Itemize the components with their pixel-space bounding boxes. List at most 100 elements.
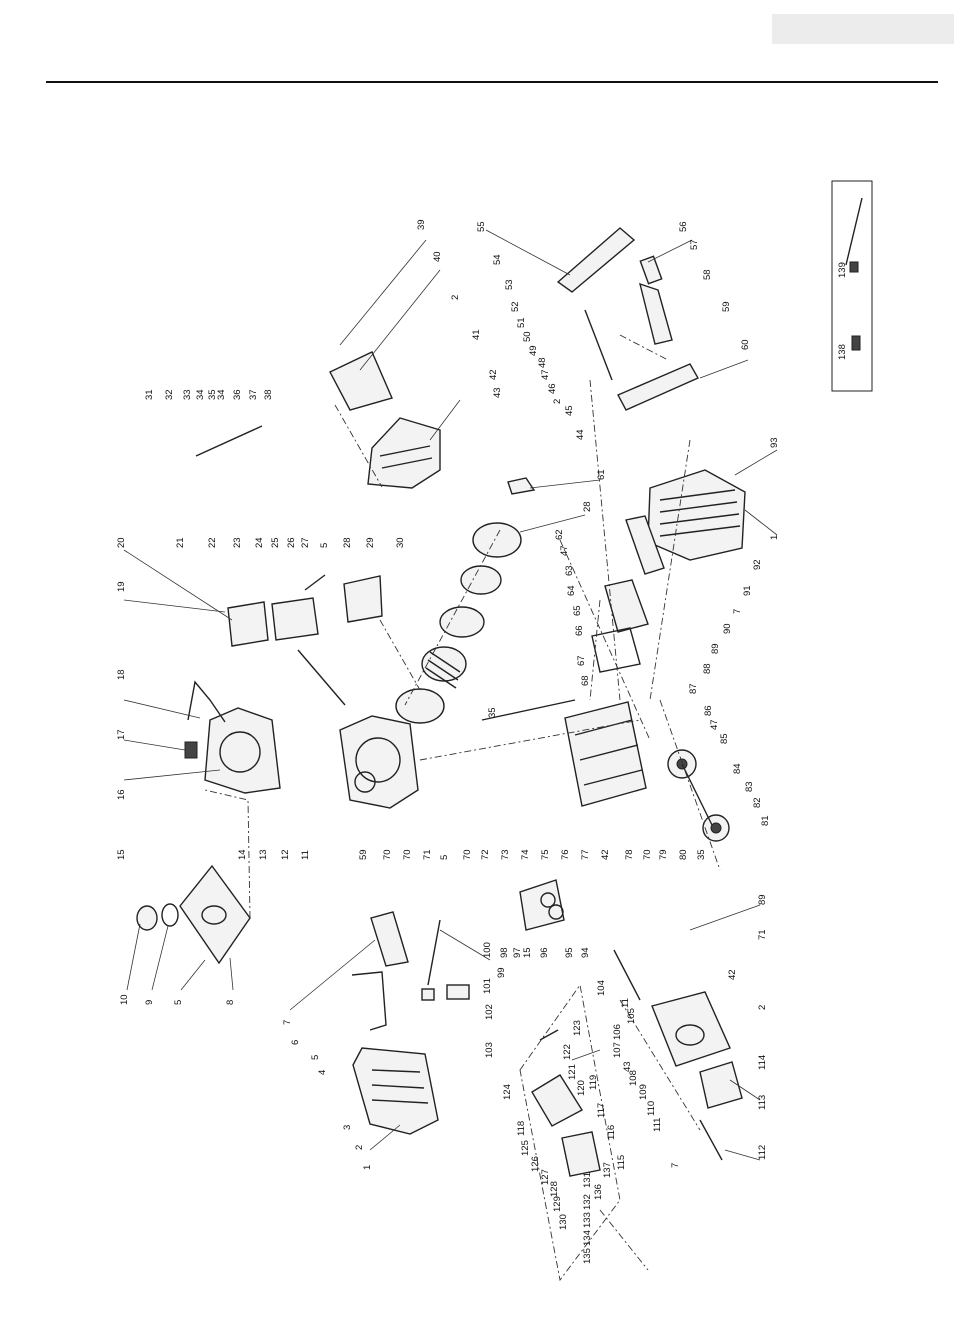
assembly-line — [619, 334, 669, 361]
part-number-label: 9 — [144, 1000, 155, 1005]
part-number-label: 103 — [484, 1042, 495, 1058]
part-number-label: 43 — [492, 387, 503, 398]
strainer-shape — [161, 903, 179, 927]
part-number-label: 2 — [552, 399, 563, 404]
part-number-label: 99 — [496, 967, 507, 978]
part-number-label: 137 — [602, 1162, 613, 1178]
inset-plug-shape — [849, 261, 859, 273]
part-number-label: 85 — [719, 733, 730, 744]
part-number-label: 109 — [638, 1084, 649, 1100]
fan-cover-shape — [472, 522, 522, 558]
part-number-label: 15 — [522, 947, 533, 958]
part-number-label: 131 — [582, 1172, 593, 1188]
choke-rod-shape — [613, 949, 641, 1001]
part-number-label: 44 — [575, 429, 586, 440]
stator-shape — [421, 646, 467, 682]
part-number-label: 42 — [727, 969, 738, 980]
part-number-label: 132 — [582, 1194, 593, 1210]
leader-line — [519, 514, 586, 533]
stator-coils — [425, 651, 461, 689]
battery-shape — [446, 984, 470, 1000]
leader-line — [369, 1124, 401, 1151]
rear-strip-shape — [625, 515, 665, 575]
engine-cylinder-shape — [355, 737, 401, 783]
part-number-label: 11 — [300, 850, 311, 860]
rod-shape — [427, 919, 441, 986]
inset-cable-shape — [845, 197, 863, 266]
part-number-label: 83 — [744, 781, 755, 792]
fan-shape — [460, 565, 502, 595]
part-number-label: 79 — [658, 849, 669, 860]
control-module-shape — [531, 1074, 583, 1127]
leader-line — [123, 549, 233, 621]
part-number-label: 24 — [254, 537, 265, 548]
part-number-label: 84 — [732, 763, 743, 774]
part-number-label: 37 — [248, 389, 259, 400]
part-number-label: 112 — [757, 1145, 768, 1160]
fuel-line-shape — [481, 699, 576, 721]
starter-cell-1 — [540, 892, 556, 908]
part-number-label: 8 — [225, 1000, 236, 1005]
part-number-label: 25 — [270, 537, 281, 548]
part-number-label: 80 — [678, 849, 689, 860]
part-number-label: 102 — [484, 1004, 495, 1020]
air-cleaner-case — [271, 597, 319, 641]
part-number-label: 96 — [539, 947, 550, 958]
leader-line — [339, 239, 427, 346]
part-number-label: 122 — [562, 1044, 573, 1060]
part-number-label: 7 — [282, 1020, 293, 1025]
inset-box — [831, 180, 873, 392]
leader-lines — [123, 229, 778, 1161]
part-number-label: 35 — [207, 389, 218, 400]
part-number-label: 70 — [402, 849, 413, 860]
assembly-line — [649, 439, 691, 701]
engine-block-shape — [339, 715, 419, 809]
part-number-label: 47 — [540, 369, 551, 380]
base-frame-rails — [574, 719, 643, 786]
part-number-label: 14 — [237, 849, 248, 860]
control-board-shape — [561, 1131, 601, 1177]
leader-line — [180, 959, 206, 991]
header-tab — [772, 14, 954, 44]
part-number-label: 4 — [317, 1070, 328, 1075]
part-number-label: 126 — [530, 1156, 541, 1172]
part-number-label: 27 — [300, 537, 311, 548]
part-number-label: 136 — [593, 1184, 604, 1200]
part-number-label: 63 — [564, 565, 575, 576]
leader-line — [485, 229, 571, 276]
part-number-label: 133 — [582, 1212, 593, 1228]
part-number-label: 54 — [492, 254, 503, 265]
part-number-label: 116 — [606, 1125, 617, 1140]
part-number-label: 13 — [258, 849, 269, 860]
part-number-label: 120 — [576, 1080, 587, 1096]
part-number-label: 51 — [516, 317, 527, 328]
assembly-line — [334, 404, 383, 488]
control-panel-frame — [651, 991, 731, 1067]
part-number-label: 106 — [612, 1024, 623, 1040]
part-number-label: 34 — [216, 389, 227, 400]
carb-gasket-shape — [343, 575, 383, 623]
part-number-label: 111 — [652, 1118, 663, 1132]
part-number-label: 89 — [757, 894, 768, 905]
front-panel-shape — [352, 1047, 439, 1135]
part-number-label: 138 — [837, 344, 848, 360]
part-number-label: 118 — [516, 1121, 527, 1136]
part-number-label: 48 — [537, 357, 548, 368]
part-number-label: 59 — [721, 301, 732, 312]
part-number-label: 7 — [670, 1163, 681, 1168]
part-number-label: 59 — [358, 849, 369, 860]
muffler-gasket-shape — [591, 627, 641, 673]
part-number-label: 16 — [116, 789, 127, 800]
assembly-line — [619, 999, 701, 1131]
part-number-label: 5 — [173, 1000, 184, 1005]
assembly-line — [404, 529, 501, 706]
part-number-label: 42 — [488, 369, 499, 380]
part-number-label: 6 — [290, 1040, 301, 1045]
part-number-label: 64 — [566, 585, 577, 596]
part-number-label: 98 — [499, 947, 510, 958]
leader-line — [724, 1149, 761, 1161]
leader-line — [123, 599, 226, 613]
part-number-label: 62 — [554, 529, 565, 540]
